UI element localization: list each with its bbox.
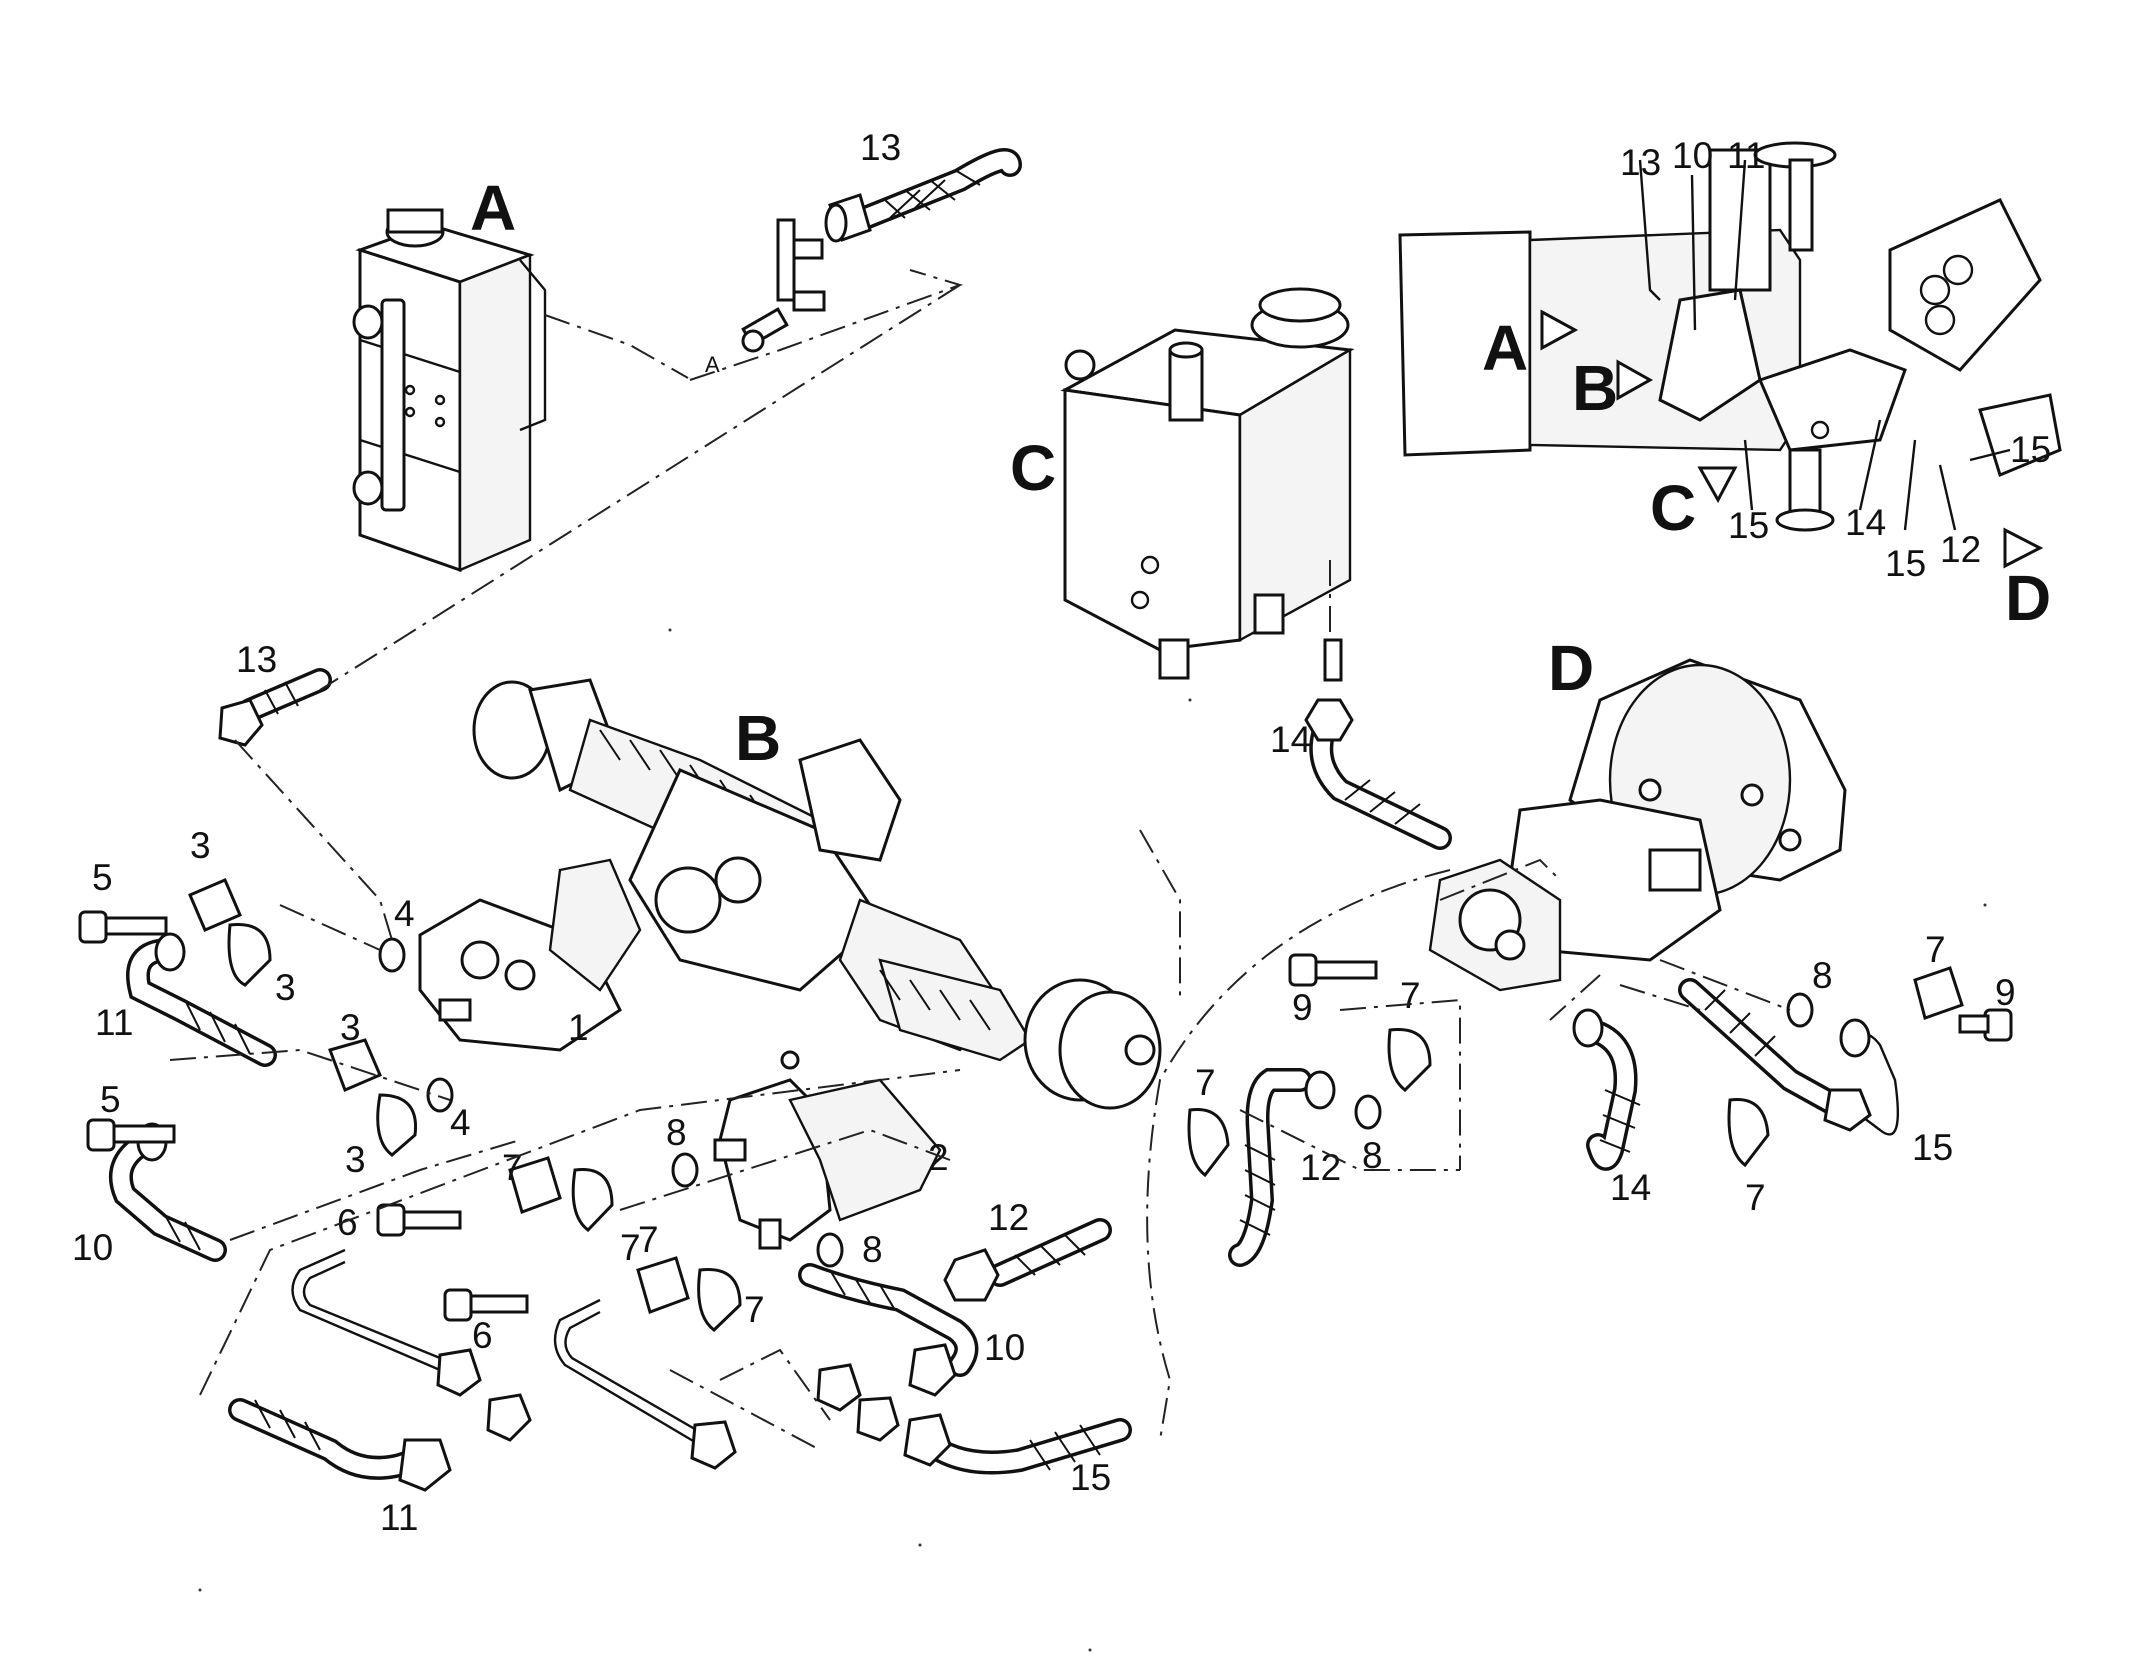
- inset-callout-15-c: 15: [2010, 429, 2051, 470]
- inset-callout-13: 13: [1620, 142, 1661, 183]
- inset-label-a: A: [1482, 312, 1528, 384]
- hose-15-lower: [903, 1413, 1132, 1475]
- callout-6-a: 6: [337, 1202, 358, 1243]
- inset-callout-10: 10: [1672, 135, 1713, 176]
- hose-15-pump: [1678, 978, 1900, 1136]
- tee-fitting: [741, 218, 826, 353]
- hose-12-horizontal: [943, 1218, 1112, 1302]
- callout-7-h: 7: [1745, 1177, 1766, 1218]
- assembly-label-b: B: [735, 702, 781, 774]
- callout-7-c: 7: [638, 1219, 659, 1260]
- callout-14-pump: 14: [1610, 1167, 1651, 1208]
- inset-callout-11: 11: [1727, 135, 1765, 176]
- callout-7-b: 7: [620, 1227, 641, 1268]
- callout-11-bottom: 11: [380, 1497, 418, 1538]
- hose-12-vertical: [1228, 1068, 1336, 1267]
- inset-label-c: C: [1650, 472, 1696, 544]
- inset-callout-15-a: 15: [1728, 505, 1769, 546]
- callout-11-left: 11: [95, 1002, 133, 1043]
- assembly-label-d: D: [1548, 632, 1594, 704]
- callout-2: 2: [928, 1137, 949, 1178]
- hose-11-bottom: [228, 1398, 452, 1492]
- callout-10-left: 10: [72, 1227, 113, 1268]
- callout-8-d: 8: [1812, 955, 1833, 996]
- callout-7-d: 7: [744, 1289, 765, 1330]
- callout-15-pump: 15: [1912, 1127, 1953, 1168]
- hardware-left: [78, 878, 844, 1332]
- callout-10-lower: 10: [984, 1327, 1025, 1368]
- hose-11-left: [126, 932, 277, 1067]
- callout-9-a: 9: [1292, 987, 1313, 1028]
- leader-lines: [169, 269, 1791, 1451]
- callout-8-c: 8: [1362, 1135, 1383, 1176]
- tank-c: [1060, 287, 1355, 680]
- specks: [198, 628, 1987, 1652]
- callout-15-lower: 15: [1070, 1457, 1111, 1498]
- callout-8-b: 8: [862, 1229, 883, 1270]
- hose-14-tank: [1304, 638, 1452, 850]
- hose-13-lower: [218, 668, 332, 747]
- callout-5-b: 5: [100, 1079, 121, 1120]
- inset-label-d: D: [2005, 562, 2051, 634]
- inset-callout-12: 12: [1940, 529, 1981, 570]
- pump-d: [1428, 658, 1847, 992]
- hose-10-lower: [798, 1263, 979, 1397]
- callout-4-a: 4: [394, 893, 415, 934]
- inset-overview: [1398, 141, 2062, 569]
- hose-14-pump: [1572, 1008, 1641, 1171]
- callout-3-b: 3: [275, 967, 296, 1008]
- callout-13-top: 13: [860, 127, 901, 168]
- callout-8-a: 8: [666, 1112, 687, 1153]
- valve-block-a: [352, 208, 547, 573]
- hose-13-top: [824, 148, 1022, 243]
- callout-7-f: 7: [1400, 975, 1421, 1016]
- motor-2: [713, 1050, 942, 1250]
- rigid-pipes: [291, 1248, 900, 1470]
- inset-label-b: B: [1572, 352, 1618, 424]
- callout-7-e: 7: [1195, 1062, 1216, 1103]
- tee-fitting-mark: A: [705, 352, 720, 377]
- callout-14-tank: 14: [1270, 719, 1311, 760]
- callout-13-lower: 13: [236, 639, 277, 680]
- assembly-label-a: A: [470, 172, 516, 244]
- callout-3-a: 3: [190, 825, 211, 866]
- callout-1: 1: [568, 1007, 589, 1048]
- inset-callout-15-b: 15: [1885, 543, 1926, 584]
- assembly-label-c: C: [1010, 432, 1056, 504]
- inset-callout-14: 14: [1845, 502, 1886, 543]
- callout-6-b: 6: [472, 1315, 493, 1356]
- callout-3-c: 3: [340, 1007, 361, 1048]
- hardware-right: [1187, 953, 2013, 1178]
- motor-1: [418, 858, 642, 1052]
- axle-b: [472, 678, 1162, 1110]
- callout-4-b: 4: [450, 1102, 471, 1143]
- callout-5-a: 5: [92, 857, 113, 898]
- callout-12-horizontal: 12: [988, 1197, 1029, 1238]
- callout-7-g: 7: [1925, 929, 1946, 970]
- callout-7-a: 7: [502, 1147, 523, 1188]
- callout-3-d: 3: [345, 1139, 366, 1180]
- callout-12-vertical: 12: [1300, 1147, 1341, 1188]
- callout-9-b: 9: [1995, 972, 2016, 1013]
